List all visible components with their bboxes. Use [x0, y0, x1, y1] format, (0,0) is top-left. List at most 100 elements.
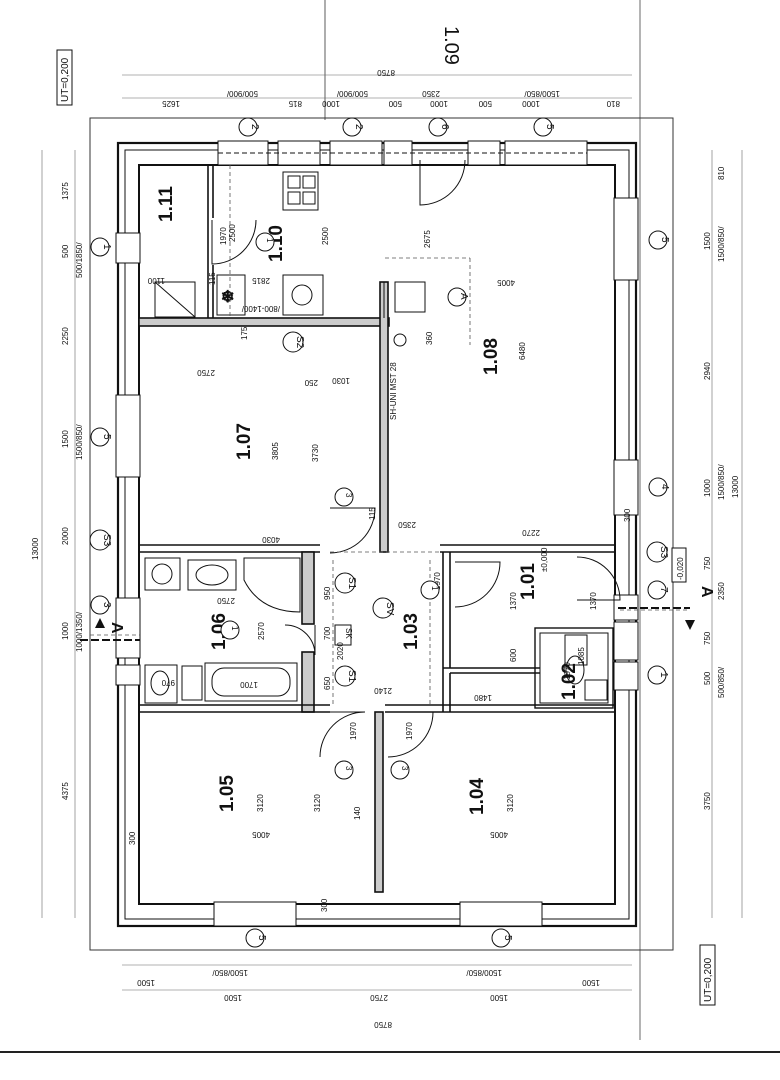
svg-text:2270: 2270	[522, 528, 540, 537]
svg-text:2: 2	[249, 124, 260, 130]
interior-walls	[138, 165, 615, 893]
svg-text:4: 4	[659, 484, 670, 490]
svg-text:810: 810	[717, 166, 726, 180]
svg-text:2: 2	[353, 124, 364, 130]
svg-text:7: 7	[658, 587, 669, 593]
svg-text:2250: 2250	[61, 327, 70, 345]
svg-text:300: 300	[320, 898, 329, 912]
svg-text:500: 500	[703, 671, 712, 685]
room-1-07: 1.07	[234, 423, 255, 460]
svg-text:1625: 1625	[162, 99, 180, 108]
svg-text:3750: 3750	[703, 792, 712, 810]
svg-text:A: A	[458, 293, 469, 300]
room-1-03: 1.03	[401, 613, 422, 650]
svg-text:1970: 1970	[349, 722, 358, 740]
svg-text:360: 360	[425, 331, 434, 345]
svg-text:S2: S2	[294, 336, 305, 349]
svg-text:2750: 2750	[370, 993, 388, 1002]
svg-text:970: 970	[161, 678, 175, 687]
dims-right: 810 1500 1500/850/ 2940 1000 1500/850/ 1…	[703, 166, 740, 810]
room-1-02: 1.02	[559, 663, 580, 700]
windows-top	[217, 140, 588, 166]
level-marks: ±0,000 -0,020	[540, 547, 687, 583]
svg-text:S1: S1	[346, 577, 357, 590]
svg-text:2570: 2570	[257, 622, 266, 640]
svg-text:SH-UNI MST 28: SH-UNI MST 28	[389, 362, 398, 420]
svg-text:1700: 1700	[240, 680, 258, 689]
svg-text:1500/850/: 1500/850/	[212, 968, 248, 977]
room-1-08: 1.08	[481, 338, 502, 375]
svg-text:5: 5	[659, 237, 670, 243]
svg-text:2815: 2815	[252, 276, 270, 285]
svg-text:UT=0,200: UT=0,200	[703, 957, 714, 1002]
svg-text:13000: 13000	[731, 475, 740, 498]
svg-text:500: 500	[388, 99, 402, 108]
svg-text:3730: 3730	[311, 444, 320, 462]
svg-text:250: 250	[304, 378, 318, 387]
svg-text:1500: 1500	[137, 978, 155, 987]
dim-grid	[41, 74, 743, 991]
svg-text:1500/850/: 1500/850/	[75, 424, 84, 460]
room-1-05: 1.05	[217, 775, 238, 812]
svg-text:A: A	[698, 586, 715, 598]
svg-text:2750: 2750	[197, 368, 215, 377]
svg-text:175: 175	[240, 326, 249, 340]
windows-right	[613, 197, 639, 691]
svg-text:1370: 1370	[509, 592, 518, 610]
svg-text:815: 815	[288, 99, 302, 108]
svg-text:1970: 1970	[433, 572, 442, 590]
svg-text:1500/850/: 1500/850/	[717, 226, 726, 262]
window-marks	[90, 117, 668, 948]
plan-heading: 1.09	[440, 26, 462, 65]
svg-text:2020: 2020	[336, 642, 345, 660]
doors	[211, 159, 621, 758]
svg-text:5: 5	[544, 124, 555, 130]
site-frame	[89, 117, 674, 951]
svg-text:2350: 2350	[398, 520, 416, 529]
svg-text:500/900/: 500/900/	[336, 89, 368, 98]
svg-text:1: 1	[230, 626, 239, 631]
door-marks: 3 3 3 1 1 1	[220, 232, 440, 780]
svg-text:950: 950	[323, 586, 332, 600]
svg-text:1500: 1500	[703, 232, 712, 250]
svg-text:3805: 3805	[271, 442, 280, 460]
svg-text:5: 5	[502, 935, 513, 941]
svg-text:1: 1	[658, 672, 669, 678]
svg-text:3: 3	[344, 766, 353, 771]
windows-left	[115, 232, 141, 686]
svg-text:6: 6	[439, 124, 450, 130]
svg-text:750: 750	[703, 556, 712, 570]
svg-text:2350: 2350	[717, 582, 726, 600]
room-labels: 1.11 1.10 1.08 1.07 1.06 1.03 1.01 1.02 …	[156, 186, 580, 815]
svg-text:4005: 4005	[490, 830, 508, 839]
bathroom-fixtures	[144, 557, 608, 704]
svg-text:S1: S1	[346, 670, 357, 683]
svg-text:3120: 3120	[256, 794, 265, 812]
wall-tags: S1 S1 S2 S3 S3 SV SK	[89, 331, 669, 687]
window-mark-labels: 2 2 6 5 1 5 5 4 3 7 1 5 5	[101, 124, 670, 941]
interior-dims: 2500 2500 2675 1970 1100 2815 115 4005 6…	[128, 224, 632, 912]
svg-text:3: 3	[101, 602, 112, 608]
svg-text:3: 3	[344, 493, 353, 498]
svg-text:4005: 4005	[497, 278, 515, 287]
svg-text:2140: 2140	[374, 686, 392, 695]
room-1-10: 1.10	[266, 225, 287, 262]
svg-text:2500: 2500	[228, 224, 237, 242]
svg-text:1375: 1375	[61, 182, 70, 200]
svg-text:1030: 1030	[332, 376, 350, 385]
svg-text:300: 300	[128, 831, 137, 845]
svg-text:1970: 1970	[219, 227, 228, 245]
windows-bottom	[213, 901, 543, 927]
svg-text:115: 115	[368, 507, 377, 520]
svg-text:-0,020: -0,020	[676, 557, 685, 580]
svg-text:750: 750	[703, 631, 712, 645]
svg-text:2675: 2675	[423, 230, 432, 248]
section-markers: A A A	[80, 287, 715, 641]
svg-text:3: 3	[400, 766, 409, 771]
svg-text:1: 1	[101, 244, 112, 250]
svg-text:1000: 1000	[430, 99, 448, 108]
svg-text:4030: 4030	[262, 535, 280, 544]
svg-text:115: 115	[208, 272, 217, 285]
svg-text:500: 500	[61, 244, 70, 258]
